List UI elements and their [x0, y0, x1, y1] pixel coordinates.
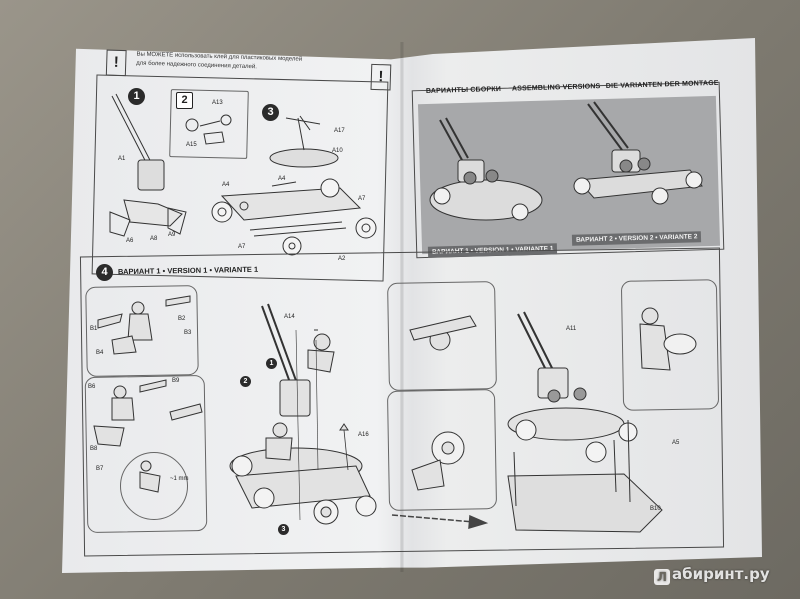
step-3-badge: 3 [262, 104, 279, 121]
part-label-a13: A13 [212, 100, 223, 106]
step-4-badge: 4 [96, 264, 113, 281]
part-label-b1: B1 [90, 326, 98, 332]
sub-step-2-badge: 2 [240, 376, 251, 387]
part-label-a1: A1 [118, 156, 126, 162]
part-label-b4: B4 [96, 350, 104, 356]
detail-measure-label: ~1 mm [170, 476, 189, 482]
part-label-a10: A10 [332, 148, 343, 154]
part-label-b7: B7 [96, 466, 104, 472]
part-label-b2: B2 [178, 316, 186, 322]
store-watermark-text: абиринт.ру [672, 565, 770, 583]
sub-step-3-badge: 3 [278, 524, 289, 535]
part-label-a8: A8 [150, 236, 158, 242]
part-label-b9: B9 [172, 378, 180, 384]
part-label-b8: B8 [90, 446, 98, 452]
part-label-a4-right: A4 [278, 176, 286, 182]
store-logo-icon: Л [654, 569, 670, 585]
part-label-a16: A16 [358, 432, 369, 438]
part-label-a2: A2 [338, 256, 346, 262]
part-label-a4-left: A4 [222, 182, 230, 188]
sub-step-1-badge: 1 [266, 358, 277, 369]
part-label-b10: B10 [650, 506, 661, 512]
part-label-a7-left: A7 [238, 244, 246, 250]
part-label-a14: A14 [284, 314, 295, 320]
part-label-a7-right: A7 [358, 196, 366, 202]
part-label-a11: A11 [566, 326, 577, 332]
part-label-a15: A15 [186, 142, 197, 148]
part-label-b6: B6 [88, 384, 96, 390]
step-1-badge: 1 [128, 88, 145, 105]
step-2-badge: 2 [176, 92, 193, 109]
part-label-a17: A17 [334, 128, 345, 134]
part-label-b3: B3 [184, 330, 192, 336]
part-label-a5: A5 [672, 440, 680, 446]
part-label-a6: A6 [126, 238, 134, 244]
hand-detail-circle [120, 452, 188, 520]
sheet-fold [400, 42, 404, 572]
part-label-a9: A9 [168, 232, 176, 238]
